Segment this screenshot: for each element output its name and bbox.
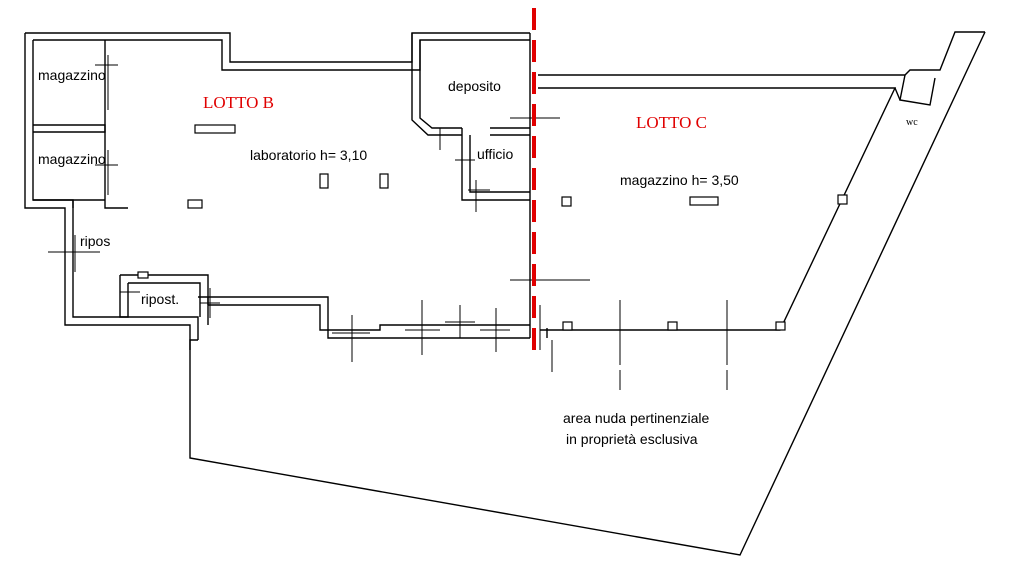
room-label-wc: wc — [906, 117, 918, 128]
lotto-b-walls — [24, 32, 531, 350]
lotto-c-walls — [189, 31, 986, 556]
door-marks — [48, 55, 728, 390]
lotto-b-label: LOTTO B — [203, 93, 274, 112]
lotto-c-label: LOTTO C — [636, 113, 707, 132]
room-label-laboratorio: laboratorio h= 3,10 — [250, 147, 367, 163]
room-label-ripost: ripost. — [141, 291, 179, 307]
room-label-magazzino-2: magazzino — [38, 151, 106, 167]
room-label-ufficio: ufficio — [477, 146, 514, 162]
room-label-ripos: ripos — [80, 233, 110, 249]
room-label-deposito: deposito — [448, 78, 501, 94]
area-label-line1: area nuda pertinenziale — [563, 410, 710, 426]
area-label-line2: in proprietà esclusiva — [566, 431, 698, 447]
pillars — [137, 124, 848, 331]
room-label-magazzino-1: magazzino — [38, 67, 106, 83]
room-label-magazzino-c: magazzino h= 3,50 — [620, 172, 739, 188]
